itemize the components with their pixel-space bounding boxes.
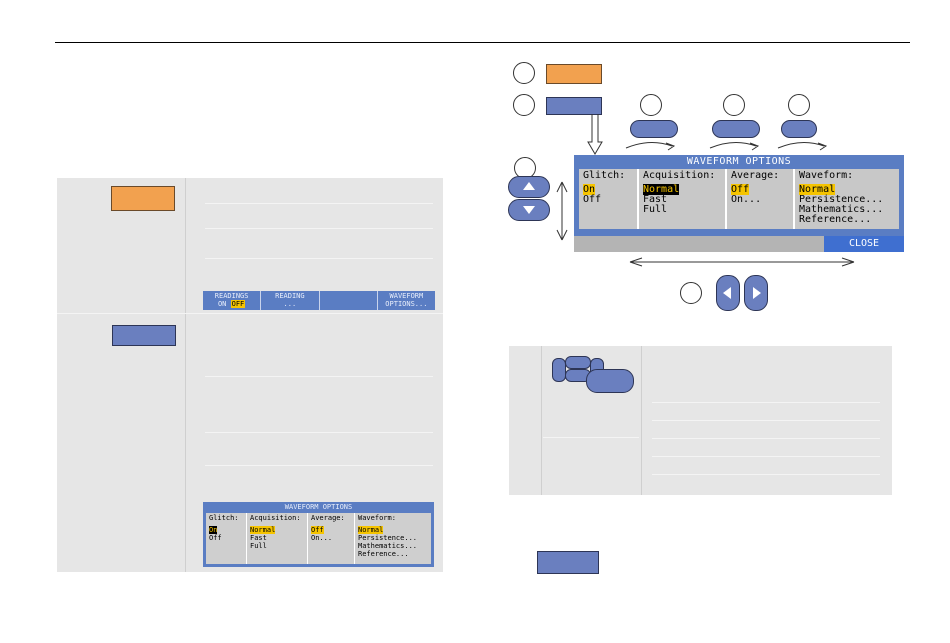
option-glitch-off[interactable]: Off <box>209 534 222 542</box>
triangle-down-icon <box>523 206 535 214</box>
option-avg-on[interactable]: On... <box>731 194 762 205</box>
table-line <box>652 420 880 421</box>
table-line <box>205 465 433 466</box>
option-glitch-off[interactable]: Off <box>583 194 602 205</box>
header-rule <box>55 42 910 43</box>
window-footer <box>574 236 824 252</box>
glitch-column: Glitch: On Off <box>579 169 639 229</box>
triangle-left-icon <box>723 287 731 299</box>
waveform-options-window: WAVEFORM OPTIONS Glitch: On Off Acquisit… <box>574 155 904 252</box>
window-title: WAVEFORM OPTIONS <box>686 156 792 167</box>
table-row-divider <box>57 313 443 314</box>
down-arrow-icon <box>587 114 603 155</box>
option-acq-normal[interactable]: Normal <box>643 184 680 195</box>
menu-cell-reading[interactable]: READING... <box>261 291 320 310</box>
callout-circle <box>640 94 662 116</box>
orange-key-diagram[interactable] <box>546 64 602 84</box>
option-wf-mathematics[interactable]: Mathematics... <box>799 204 884 215</box>
callout-circle <box>513 62 535 84</box>
small-window-title: WAVEFORM OPTIONS <box>284 503 353 511</box>
option-wf-reference[interactable]: Reference... <box>799 214 872 225</box>
callout-circle <box>513 94 535 116</box>
option-wf-reference[interactable]: Reference... <box>358 550 409 558</box>
option-acq-normal[interactable]: Normal <box>250 526 276 534</box>
blue-key-diagram[interactable] <box>546 97 602 115</box>
small-acquisition-column: Acquisition: Normal Fast Full <box>247 513 308 564</box>
option-avg-off[interactable]: Off <box>731 184 750 195</box>
close-button[interactable]: CLOSE <box>824 236 904 252</box>
blue-function-key[interactable] <box>112 325 176 346</box>
table-line <box>652 474 880 475</box>
callout-circle <box>788 94 810 116</box>
table-line <box>652 438 880 439</box>
arrow-right-button[interactable] <box>744 275 768 311</box>
option-wf-normal[interactable]: Normal <box>358 526 384 534</box>
table-row-divider <box>543 437 639 438</box>
blue-key-bottom[interactable] <box>537 551 599 574</box>
small-waveform-options-window: WAVEFORM OPTIONS Glitch: On Off Acquisit… <box>203 502 434 567</box>
readings-off-badge: OFF <box>230 300 246 308</box>
callout-circle <box>723 94 745 116</box>
small-average-column: Average: Off On... <box>308 513 355 564</box>
arrow-left-button[interactable] <box>716 275 740 311</box>
arrow-overlay <box>556 114 855 267</box>
waveform-column: Waveform: Normal Persistence... Mathemat… <box>795 169 899 229</box>
arrow-down-button[interactable] <box>508 199 550 221</box>
table-line <box>205 376 433 377</box>
option-wf-normal[interactable]: Normal <box>799 184 836 195</box>
option-wf-mathematics[interactable]: Mathematics... <box>358 542 418 550</box>
function-key-f2[interactable] <box>712 120 760 138</box>
horizontal-double-arrow-icon <box>629 257 855 267</box>
option-acq-full[interactable]: Full <box>643 204 668 215</box>
small-glitch-column: Glitch: On Off <box>206 513 247 564</box>
option-avg-on[interactable]: On... <box>311 534 333 542</box>
menu-cell-empty <box>320 291 378 310</box>
table-divider <box>641 346 642 495</box>
function-key-f1[interactable] <box>630 120 678 138</box>
option-wf-persistence[interactable]: Persistence... <box>358 534 418 542</box>
keypad-up[interactable] <box>565 356 591 369</box>
option-avg-off[interactable]: Off <box>311 526 324 534</box>
keypad-left[interactable] <box>552 358 566 382</box>
triangle-up-icon <box>523 182 535 190</box>
average-column: Average: Off On... <box>727 169 795 229</box>
vertical-double-arrow-icon <box>556 181 568 241</box>
small-waveform-column: Waveform: Normal Persistence... Mathemat… <box>355 513 423 564</box>
curved-arrow-icon <box>625 142 828 151</box>
triangle-right-icon <box>753 287 761 299</box>
table-divider <box>541 346 542 495</box>
callout-circle <box>680 282 702 304</box>
table-line <box>205 203 433 204</box>
arrow-up-button[interactable] <box>508 176 550 198</box>
option-glitch-on[interactable]: On <box>583 184 596 195</box>
acquisition-column: Acquisition: Normal Fast Full <box>639 169 727 229</box>
option-acq-full[interactable]: Full <box>250 542 267 550</box>
option-acq-fast[interactable]: Fast <box>250 534 267 542</box>
table-line <box>205 258 433 259</box>
table-divider <box>185 178 186 572</box>
function-key-f3[interactable] <box>781 120 817 138</box>
table-line <box>205 228 433 229</box>
table-line <box>652 456 880 457</box>
orange-function-key[interactable] <box>111 186 175 211</box>
table-line <box>205 432 433 433</box>
table-line <box>652 402 880 403</box>
option-wf-persistence[interactable]: Persistence... <box>799 194 884 205</box>
option-acq-fast[interactable]: Fast <box>643 194 668 205</box>
option-glitch-on[interactable]: On <box>209 526 218 534</box>
enter-key[interactable] <box>586 369 634 393</box>
